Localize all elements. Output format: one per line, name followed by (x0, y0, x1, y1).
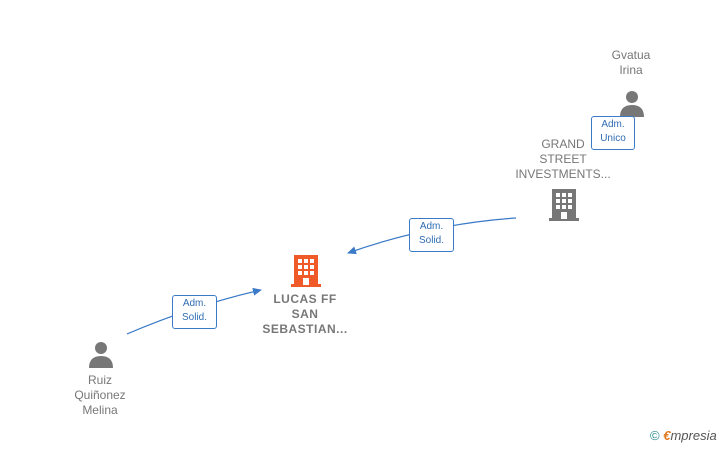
brand-watermark: © €mpresia (650, 428, 717, 443)
label-line: Irina (619, 63, 643, 77)
building-icon-grand[interactable] (548, 187, 580, 223)
label-line: Gvatua (611, 48, 651, 62)
edge-label-line: Adm. (419, 221, 444, 232)
company-label-grand[interactable]: GRAND STREET INVESTMENTS... (508, 137, 618, 182)
edge-label-gvatua-to-grand[interactable]: Adm. Unico (591, 116, 635, 150)
edge-label-line: Unico (600, 133, 626, 144)
brand-name: mpresia (670, 428, 717, 443)
edge-label-line: Solid. (181, 312, 207, 323)
brand-logo-e: € (663, 428, 671, 443)
edge-label-line: Adm. (182, 298, 207, 309)
company-label-main[interactable]: LUCAS FF SAN SEBASTIAN... (250, 292, 360, 337)
person-icon-gvatua[interactable] (617, 88, 647, 118)
label-line: Ruiz (87, 373, 112, 387)
label-line: INVESTMENTS... (515, 167, 611, 181)
label-line: SEBASTIAN... (262, 322, 348, 336)
label-line: GRAND (541, 137, 585, 151)
label-line: Melina (82, 403, 118, 417)
person-label-ruiz[interactable]: Ruiz Quiñonez Melina (60, 373, 140, 418)
copyright-symbol: © (650, 428, 660, 443)
edge-label-line: Solid. (418, 235, 444, 246)
person-label-gvatua[interactable]: Gvatua Irina (595, 48, 667, 78)
label-line: Quiñonez (74, 388, 126, 402)
building-icon-main[interactable] (290, 253, 322, 289)
label-line: STREET (539, 152, 587, 166)
label-line: LUCAS FF (273, 292, 337, 306)
edge-label-ruiz-to-main[interactable]: Adm. Solid. (172, 295, 217, 329)
label-line: SAN (291, 307, 319, 321)
edge-label-line: Adm. (601, 119, 625, 130)
person-icon-ruiz[interactable] (86, 339, 116, 369)
edge-label-grand-to-main[interactable]: Adm. Solid. (409, 218, 454, 252)
